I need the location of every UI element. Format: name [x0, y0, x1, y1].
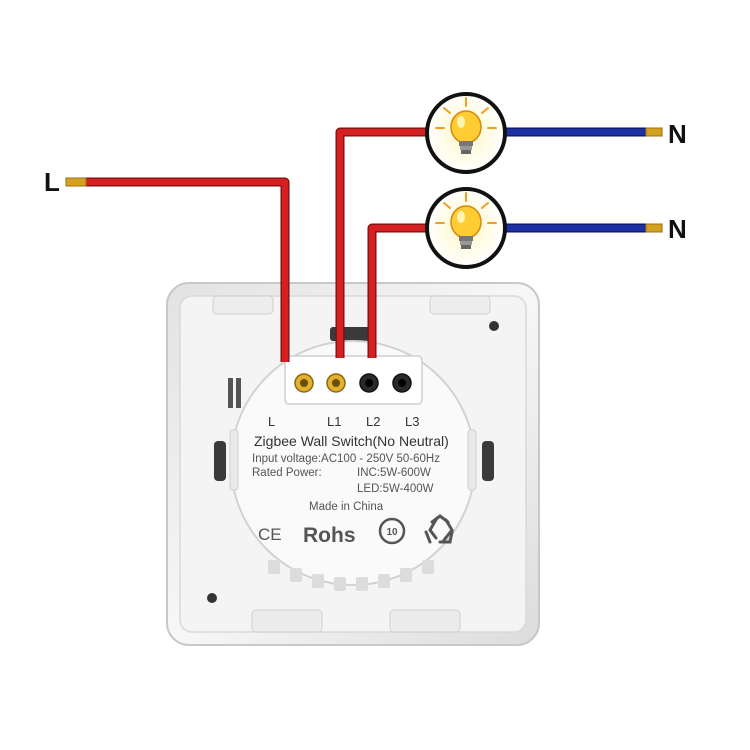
output-wire-L1 — [335, 127, 428, 358]
switch-module — [229, 340, 477, 591]
input-voltage-text: Input voltage:AC100 - 250V 50-60Hz — [252, 453, 440, 465]
inc-power-text: INC:5W-600W — [357, 467, 431, 479]
svg-text:10: 10 — [386, 527, 398, 538]
rohs-mark: Rohs — [303, 524, 356, 547]
light-bulb-icon — [435, 97, 497, 154]
ce-mark: CE — [258, 525, 282, 544]
neutral-label-1: N — [668, 119, 687, 149]
origin-text: Made in China — [309, 501, 384, 513]
terminal-label-L: L — [268, 414, 275, 429]
neutral-wire-1 — [505, 127, 663, 137]
terminal-label-L3: L3 — [405, 414, 419, 429]
lamp-1 — [425, 92, 507, 174]
recycle-icon — [424, 514, 454, 544]
live-input-wire — [65, 177, 290, 362]
recycle-10-icon: 10 — [378, 517, 406, 545]
terminal-L3-screw — [392, 373, 412, 393]
light-bulb-icon — [435, 192, 497, 249]
led-power-text: LED:5W-400W — [357, 483, 434, 495]
terminal-label-L1: L1 — [327, 414, 341, 429]
neutral-wire-2 — [505, 223, 663, 233]
module-vents — [268, 560, 434, 591]
terminal-L2-screw — [359, 373, 379, 393]
rated-power-label: Rated Power: — [252, 467, 322, 479]
live-label: L — [44, 167, 60, 197]
module-title: Zigbee Wall Switch(No Neutral) — [254, 433, 449, 449]
terminal-L1-screw — [326, 373, 346, 393]
terminal-L-screw — [294, 373, 314, 393]
terminal-label-L2: L2 — [366, 414, 380, 429]
lamp-2 — [425, 187, 507, 269]
output-wire-L2 — [367, 223, 428, 358]
neutral-label-2: N — [668, 214, 687, 244]
